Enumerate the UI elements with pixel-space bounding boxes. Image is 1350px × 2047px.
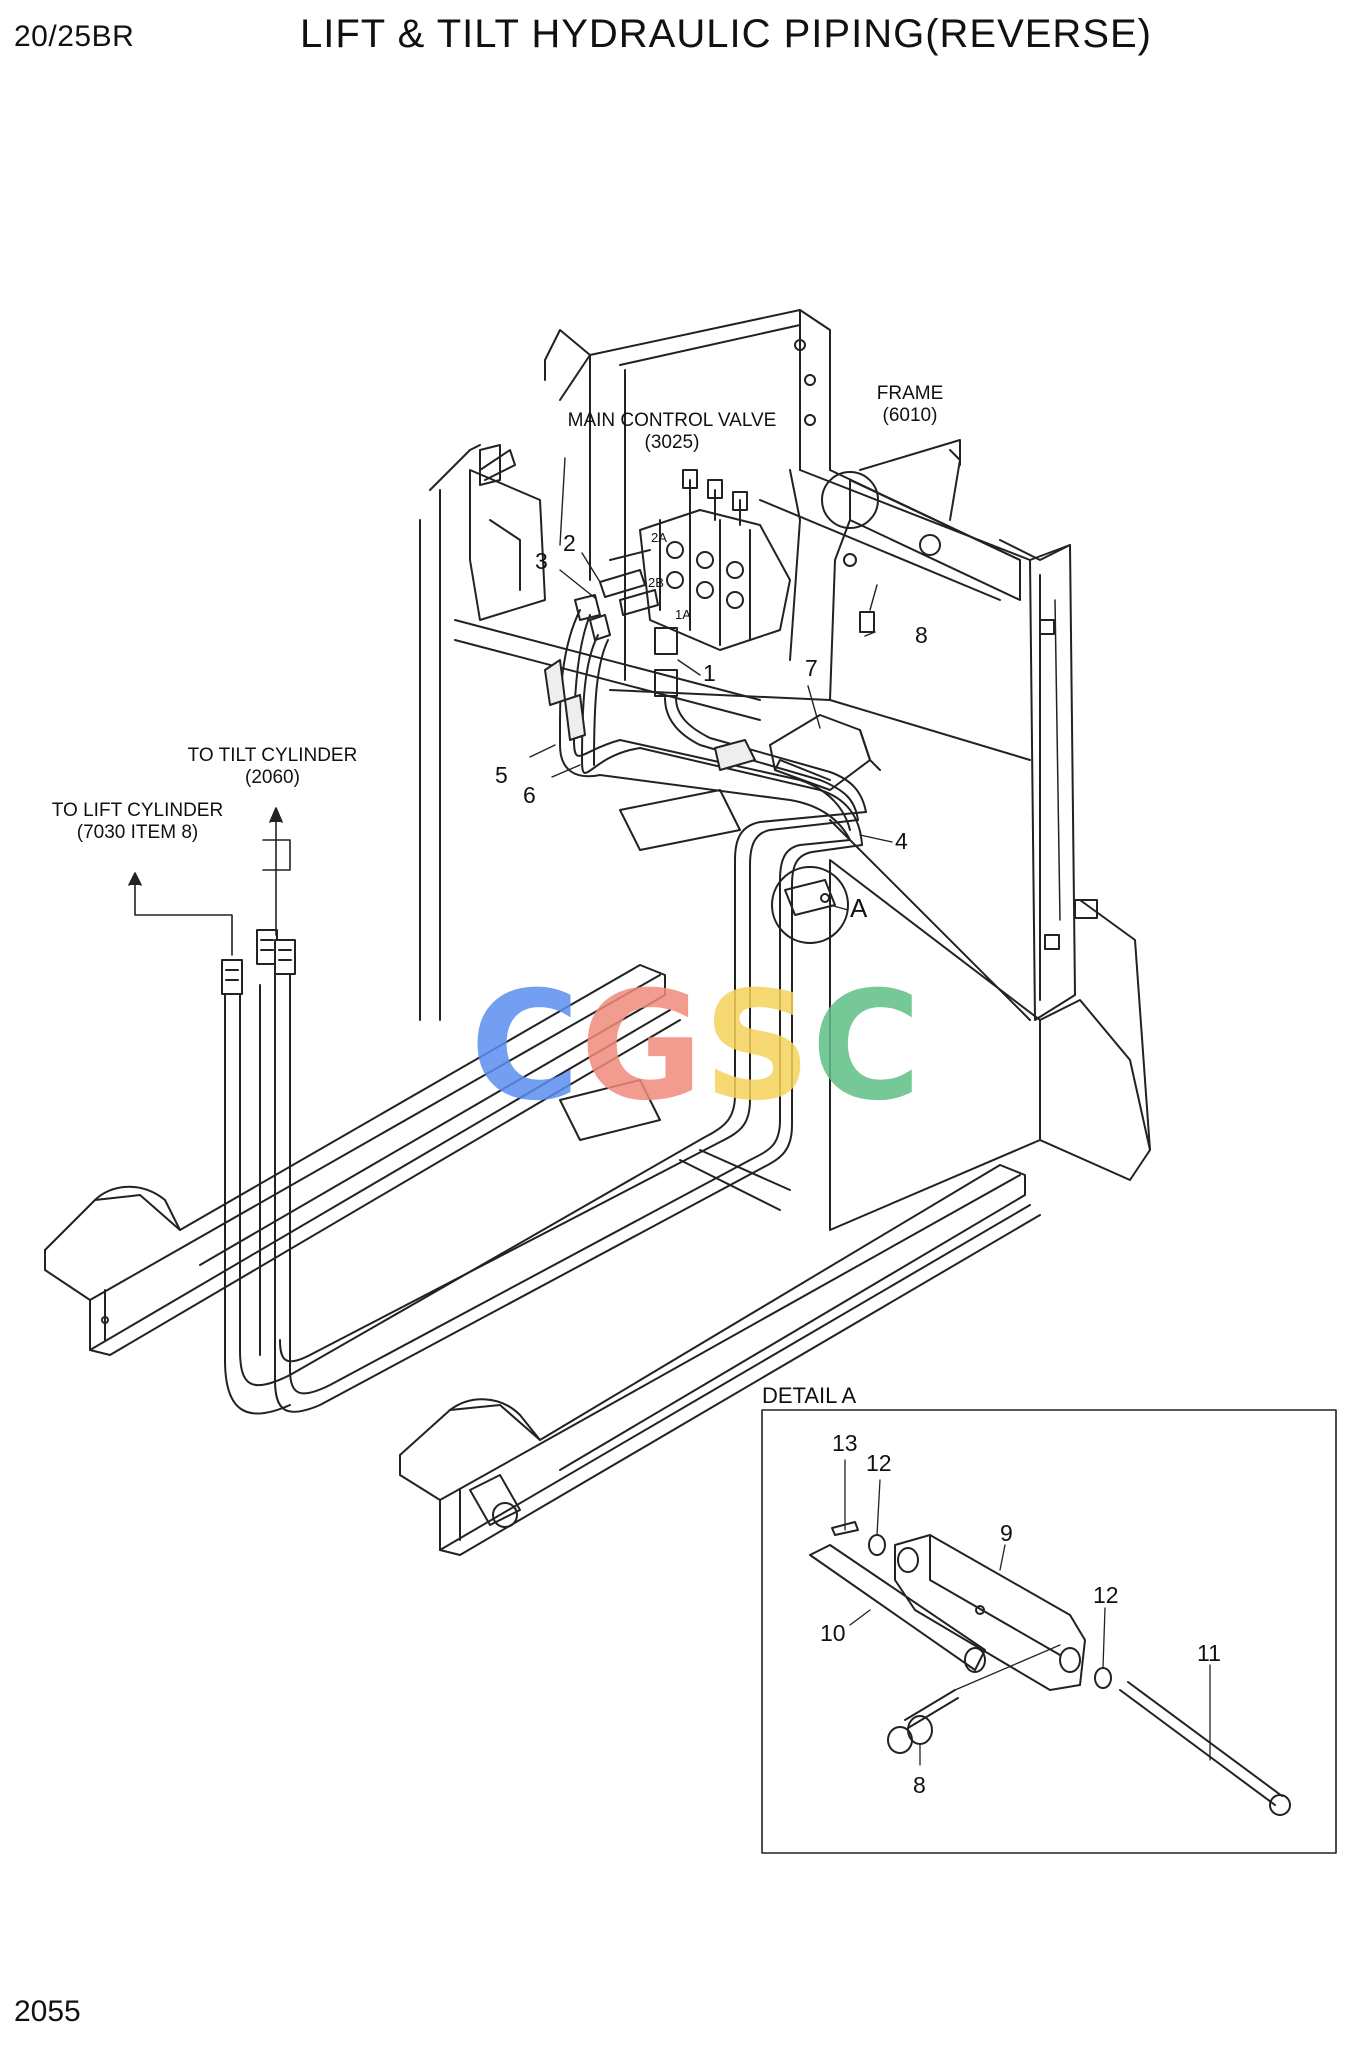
port-1a-label: 1A	[675, 607, 691, 622]
watermark-letter-g: G	[580, 960, 704, 1134]
callout-7: 7	[805, 655, 818, 681]
lift-cylinder-name: TO LIFT CYLINDER	[51, 800, 224, 821]
callout-4: 4	[895, 828, 908, 854]
base-legs	[44, 789, 1041, 1556]
port-2b-label: 2B	[648, 575, 664, 590]
rear-upright	[419, 329, 761, 1021]
frame-name: FRAME	[876, 383, 944, 404]
detail-callout-8: 8	[913, 1772, 926, 1798]
detail-a-marker: A	[850, 893, 868, 923]
watermark: CGSC	[470, 960, 921, 1134]
callout-6: 6	[523, 782, 536, 808]
model-code: 20/25BR	[14, 20, 135, 53]
detail-callout-11: 11	[1197, 1640, 1221, 1666]
detail-callout-13: 13	[832, 1430, 858, 1456]
detail-callout-12-right: 12	[1093, 1582, 1119, 1608]
detail-callout-9: 9	[1000, 1520, 1013, 1546]
callout-3: 3	[535, 548, 548, 574]
tilt-cylinder-label: TO TILT CYLINDER (2060)	[180, 745, 365, 789]
detail-a-callout-circle	[771, 866, 849, 944]
leader-lines	[529, 457, 893, 911]
detail-callout-10: 10	[820, 1620, 846, 1646]
detail-a-box	[761, 1409, 1337, 1854]
watermark-letter-c2: C	[811, 960, 922, 1134]
callout-5: 5	[495, 762, 508, 788]
main-control-valve-code: (3025)	[644, 432, 700, 453]
callout-1: 1	[703, 660, 716, 686]
frame-structure	[479, 309, 1151, 1231]
tilt-cylinder-code: (2060)	[245, 767, 300, 788]
main-control-valve-label: MAIN CONTROL VALVE (3025)	[552, 410, 792, 454]
callout-2: 2	[563, 530, 576, 556]
page-title: LIFT & TILT HYDRAULIC PIPING(REVERSE)	[300, 12, 1152, 56]
bracket-item7	[769, 714, 881, 791]
watermark-letter-s: S	[703, 960, 812, 1134]
hoses-upper	[544, 609, 867, 846]
tilt-cylinder-name: TO TILT CYLINDER	[187, 745, 358, 766]
watermark-letter-c1: C	[470, 960, 581, 1134]
main-control-valve-name: MAIN CONTROL VALVE	[567, 410, 777, 431]
cylinder-arrows	[128, 807, 291, 956]
port-2a-label: 2A	[651, 530, 667, 545]
page-number: 2055	[14, 1995, 81, 2028]
detail-callout-12-left: 12	[866, 1450, 892, 1476]
valve-fittings	[574, 569, 875, 697]
lift-cylinder-code: (7030 ITEM 8)	[76, 822, 199, 843]
main-control-valve	[609, 469, 791, 651]
callout-8: 8	[915, 622, 928, 648]
frame-label: FRAME (6010)	[860, 383, 960, 427]
lift-cylinder-label: TO LIFT CYLINDER (7030 ITEM 8)	[40, 800, 235, 844]
detail-a-title: DETAIL A	[762, 1383, 857, 1408]
frame-code: (6010)	[882, 405, 938, 426]
hoses-lower	[221, 811, 867, 1415]
